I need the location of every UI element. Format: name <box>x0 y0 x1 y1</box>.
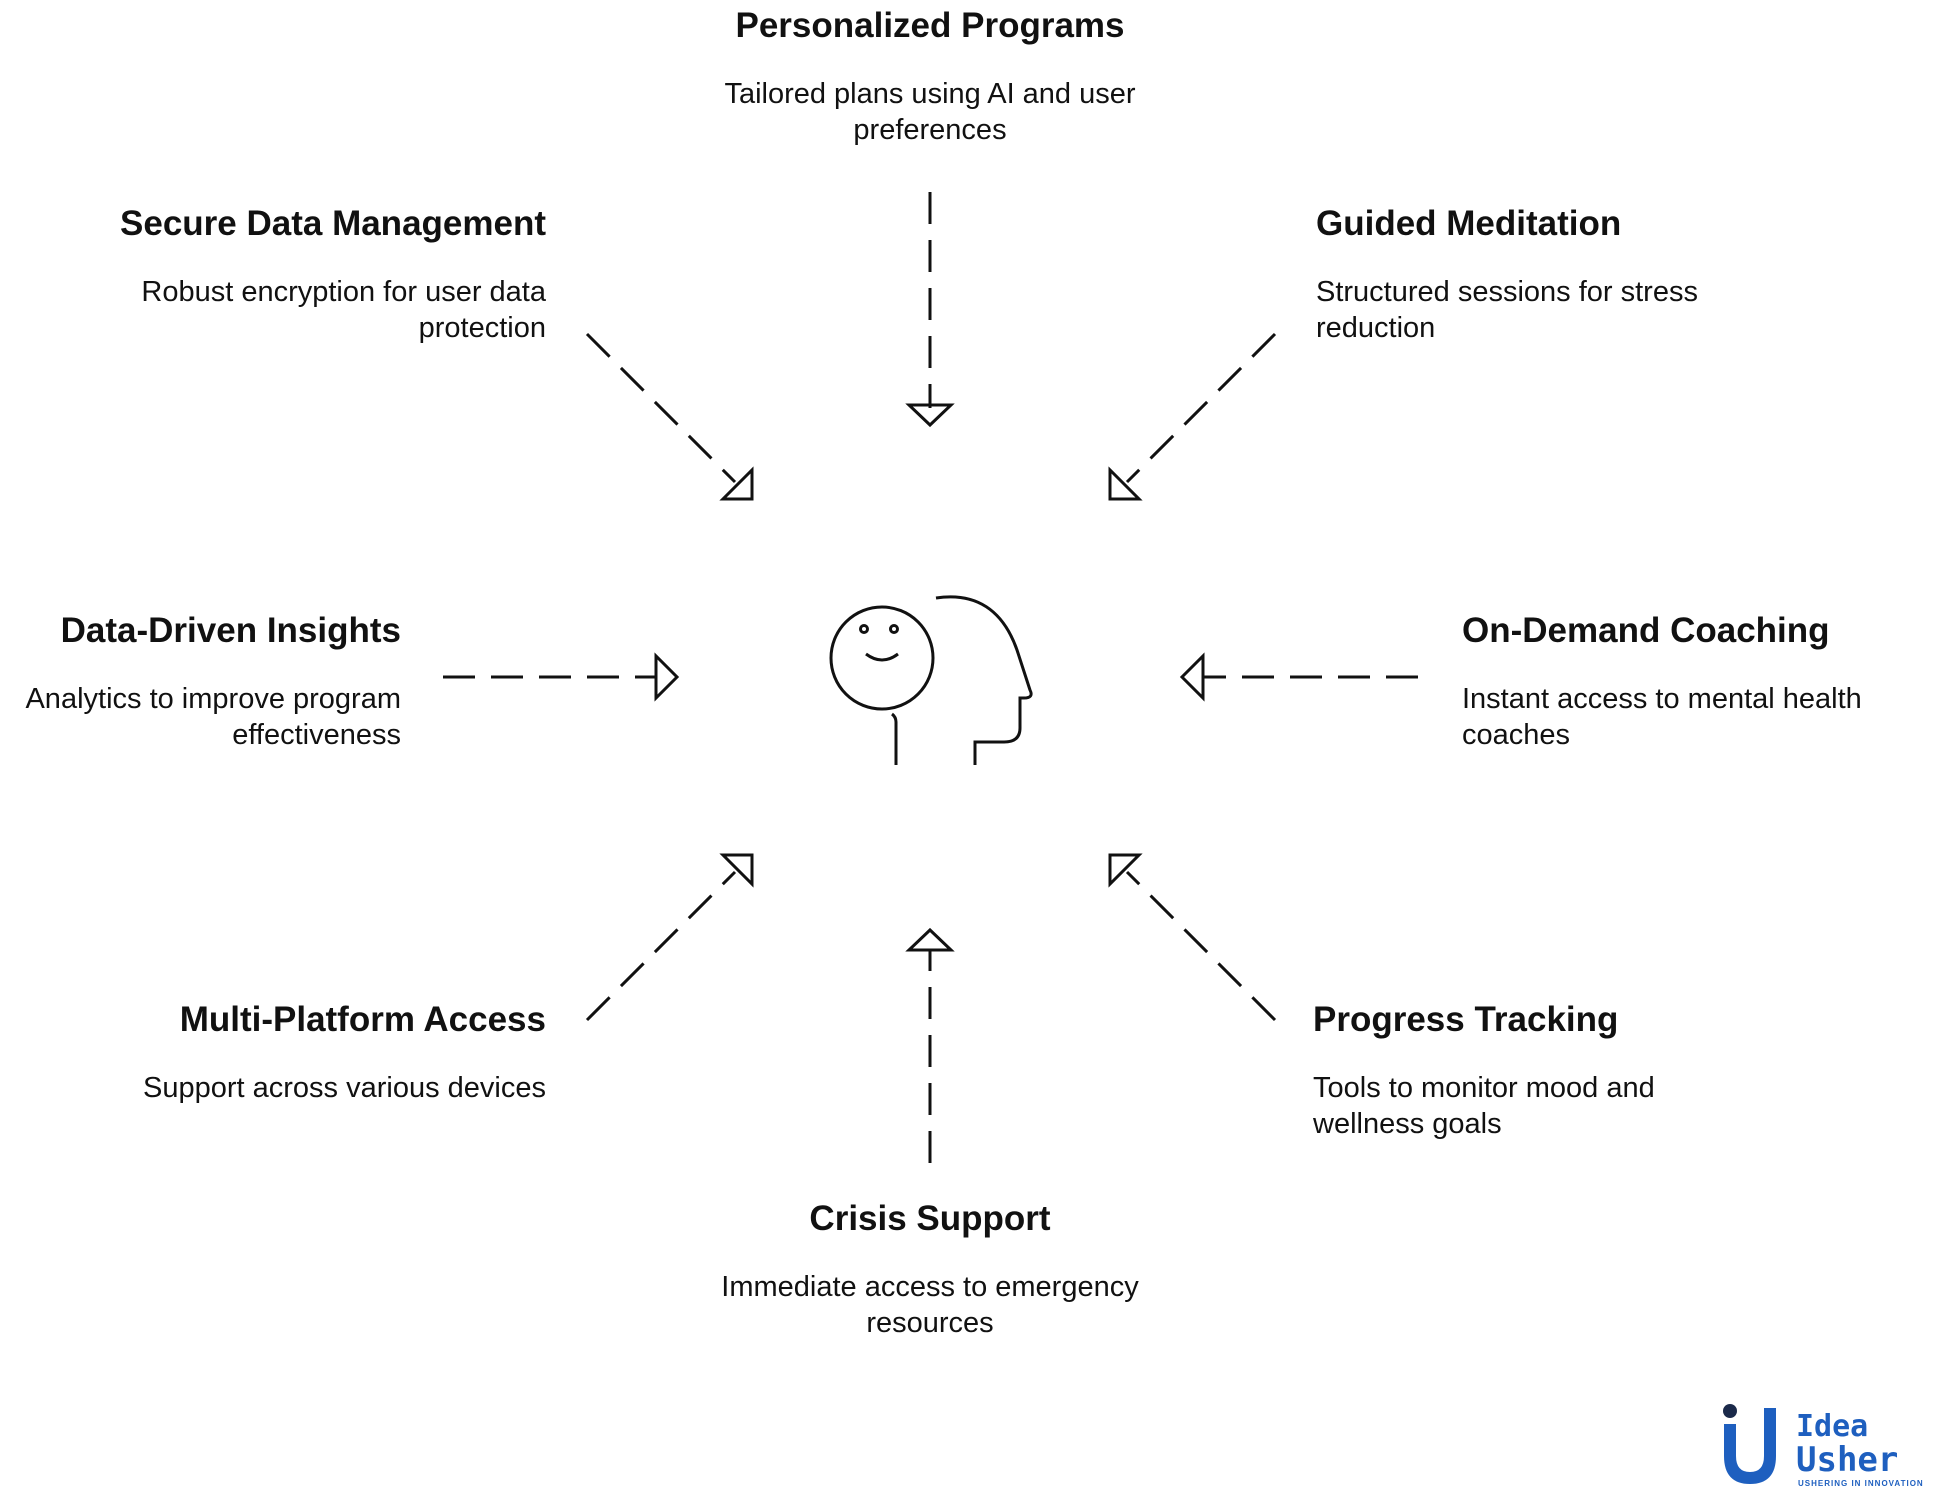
feature-on-demand-coaching: On-Demand Coaching Instant access to men… <box>1462 609 1932 753</box>
logo-tagline: USHERING IN INNOVATION <box>1798 1479 1924 1488</box>
head-profile <box>935 595 1033 765</box>
feature-secure-data-management: Secure Data Management Robust encryption… <box>60 202 546 346</box>
feature-description: Tools to monitor mood and wellness goals <box>1313 1072 1655 1140</box>
feature-data-driven-insights: Data-Driven Insights Analytics to improv… <box>0 609 401 753</box>
logo-u-shape <box>1724 1408 1776 1484</box>
feature-multi-platform-access: Multi-Platform Access Support across var… <box>60 998 546 1106</box>
neck-line <box>891 712 898 765</box>
arrow-top-right <box>1108 332 1277 501</box>
head-icon <box>829 595 1033 765</box>
arrow-bottom-right <box>1108 853 1277 1022</box>
logo-dot <box>1723 1404 1737 1418</box>
feature-title: Data-Driven Insights <box>60 611 401 650</box>
feature-personalized-programs: Personalized Programs Tailored plans usi… <box>700 4 1160 148</box>
feature-title: Secure Data Management <box>120 204 546 243</box>
feature-title: Crisis Support <box>809 1199 1051 1238</box>
arrow-bottom-left <box>585 853 754 1022</box>
feature-description: Analytics to improve program effectivene… <box>25 683 401 751</box>
feature-description: Immediate access to emergency resources <box>721 1271 1139 1339</box>
feature-progress-tracking: Progress Tracking Tools to monitor mood … <box>1313 998 1773 1142</box>
feature-crisis-support: Crisis Support Immediate access to emerg… <box>720 1197 1140 1341</box>
feature-description: Structured sessions for stress reduction <box>1316 276 1698 344</box>
logo-word-bottom: Usher <box>1796 1440 1898 1480</box>
feature-title: Multi-Platform Access <box>179 1000 546 1039</box>
feature-description: Robust encryption for user data protecti… <box>141 276 546 344</box>
arrow-top <box>905 192 955 428</box>
arrow-bottom <box>905 927 955 1163</box>
left-eye <box>859 624 869 634</box>
smile <box>865 652 899 662</box>
feature-description: Support across various devices <box>143 1072 546 1104</box>
idea-usher-logo: Idea Usher USHERING IN INNOVATION <box>1723 1404 1924 1488</box>
arrow-top-left <box>585 332 754 501</box>
face-circle <box>829 605 935 711</box>
feature-title: Progress Tracking <box>1313 1000 1619 1039</box>
feature-title: On-Demand Coaching <box>1462 611 1830 650</box>
logo-word-top: Idea <box>1796 1409 1868 1444</box>
arrow-right <box>1179 652 1418 702</box>
feature-title: Guided Meditation <box>1316 204 1622 243</box>
feature-description: Tailored plans using AI and user prefere… <box>724 78 1136 146</box>
feature-guided-meditation: Guided Meditation Structured sessions fo… <box>1316 202 1776 346</box>
arrow-left <box>443 652 680 702</box>
feature-title: Personalized Programs <box>735 6 1125 45</box>
right-eye <box>889 624 899 634</box>
feature-description: Instant access to mental health coaches <box>1462 683 1862 751</box>
